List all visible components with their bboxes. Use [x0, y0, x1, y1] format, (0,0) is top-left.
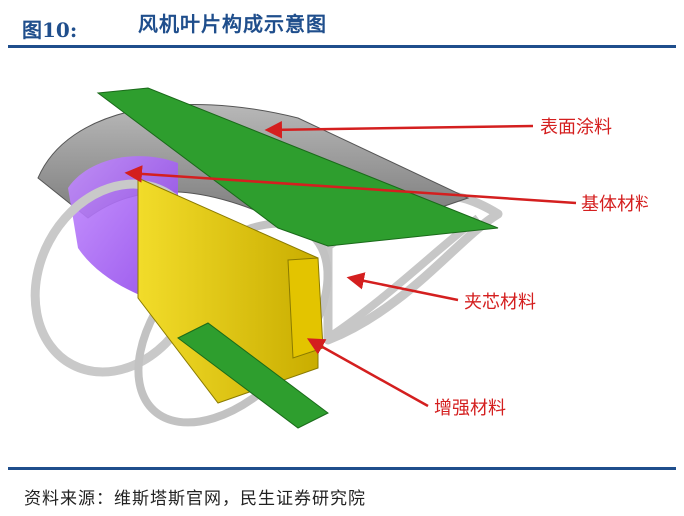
arrow-core-material [346, 272, 459, 302]
source-note: 资料来源：维斯塔斯官网，民生证券研究院 [24, 489, 366, 509]
header-rule [8, 45, 676, 48]
figure-title: 风机叶片构成示意图 [138, 12, 327, 36]
figure-header: 图10: [8, 6, 676, 46]
label-surface-coating: 表面涂料 [540, 117, 612, 138]
arrow-surface-coating [264, 121, 534, 139]
arrow-base-material [124, 165, 577, 205]
spar-cap-bottom [177, 322, 329, 429]
label-base-material: 基体材料 [581, 194, 648, 215]
spar-cap-top [96, 87, 499, 247]
figure-number: 图10: [22, 18, 78, 42]
footer-rule [8, 467, 676, 470]
label-reinforcement: 增强材料 [434, 398, 506, 419]
arrow-reinforcement [306, 338, 429, 408]
label-core-material: 夹芯材料 [464, 292, 536, 313]
blade-diagram: 表面涂料 基体材料 夹芯材料 增强材料 [30, 87, 648, 429]
